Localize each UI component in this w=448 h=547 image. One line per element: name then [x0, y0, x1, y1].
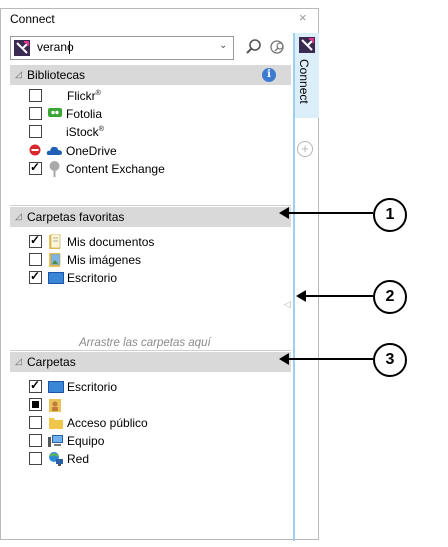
text-cursor	[69, 41, 70, 54]
tab-connect[interactable]: Connect	[295, 33, 319, 118]
drop-hint: Arrastre las carpetas aquí	[79, 337, 211, 349]
folder-tree-item-acceso-publico[interactable]: Acceso público	[29, 414, 279, 432]
library-checkbox[interactable]	[29, 125, 42, 138]
folder-tree-item-equipo[interactable]: Equipo	[29, 432, 279, 450]
computer-icon	[48, 435, 63, 447]
fotolia-logo-icon	[48, 108, 62, 117]
library-label: iStock®	[66, 125, 104, 139]
favorite-item-mis-imagenes[interactable]: Mis imágenes	[29, 251, 279, 269]
folder-checkbox[interactable]	[29, 434, 42, 447]
search-icon[interactable]	[245, 38, 263, 56]
network-icon	[49, 452, 63, 466]
callout-arrowhead	[279, 207, 289, 219]
library-checkbox[interactable]	[29, 160, 42, 175]
folder-label: Equipo	[67, 434, 105, 448]
desktop-icon	[48, 272, 64, 284]
advanced-search-icon[interactable]	[269, 38, 287, 56]
close-icon[interactable]: ×	[299, 10, 307, 25]
folder-icon	[49, 418, 63, 429]
connect-logo-icon	[299, 37, 315, 53]
search-input[interactable]	[37, 40, 207, 54]
callout-line	[289, 212, 373, 214]
desktop-icon	[48, 381, 64, 393]
pictures-folder-icon	[49, 253, 61, 267]
collapse-triangle-icon[interactable]: ◿	[15, 211, 22, 221]
folder-label: Escritorio	[67, 380, 118, 394]
library-item-istock[interactable]: iStock®	[29, 123, 279, 141]
folder-tree-item-escritorio[interactable]: Escritorio	[29, 378, 279, 396]
library-item-flickr[interactable]: Flickr®	[29, 87, 279, 105]
connect-docker: Connect × ⌄ ◿ Bibliotecas i Flickr®	[0, 8, 319, 541]
library-item-content-exchange[interactable]: Content Exchange	[29, 160, 279, 178]
add-docker-icon[interactable]: +	[297, 141, 313, 157]
favorite-item-escritorio[interactable]: Escritorio	[29, 269, 279, 287]
callout-arrowhead	[279, 353, 289, 365]
library-checkbox[interactable]	[29, 107, 42, 120]
callout-1: 1	[373, 198, 407, 232]
library-label: Fotolia	[66, 107, 103, 121]
section-divider[interactable]	[10, 350, 291, 351]
callout-line	[289, 358, 373, 360]
folder-checkbox[interactable]	[29, 378, 42, 393]
folder-tree-item-user[interactable]	[29, 396, 279, 414]
folder-checkbox[interactable]	[29, 269, 42, 284]
folder-label: Acceso público	[67, 416, 148, 430]
disconnected-icon	[29, 144, 41, 156]
library-item-onedrive[interactable]: OneDrive	[29, 142, 279, 160]
folder-label: Mis documentos	[67, 235, 155, 249]
info-icon[interactable]: i	[262, 68, 276, 82]
folder-tree-item-red[interactable]: Red	[29, 450, 279, 468]
app-logo-icon	[14, 40, 30, 56]
collapse-handle-icon[interactable]: ◁	[284, 299, 291, 309]
title-bar: Connect ×	[1, 9, 318, 31]
documents-folder-icon	[49, 234, 61, 249]
library-label: Content Exchange	[66, 162, 165, 176]
section-header-favoritas[interactable]: ◿ Carpetas favoritas	[10, 207, 291, 227]
folder-checkbox[interactable]	[29, 233, 42, 248]
folder-checkbox[interactable]	[29, 253, 42, 266]
favorite-item-mis-documentos[interactable]: Mis documentos	[29, 233, 279, 251]
library-label: Flickr®	[67, 89, 101, 103]
side-tab-label: Connect	[297, 59, 311, 104]
onedrive-cloud-icon	[46, 146, 62, 155]
folder-checkbox[interactable]	[29, 452, 42, 465]
collapse-triangle-icon[interactable]: ◿	[15, 356, 22, 366]
library-label: OneDrive	[66, 144, 117, 158]
section-header-bibliotecas[interactable]: ◿ Bibliotecas i	[10, 65, 291, 85]
section-title: Carpetas	[27, 355, 76, 369]
callout-3: 3	[373, 343, 407, 377]
section-header-carpetas[interactable]: ◿ Carpetas	[10, 352, 291, 372]
folder-label: Red	[67, 452, 90, 466]
docker-title: Connect	[10, 12, 55, 26]
library-item-fotolia[interactable]: Fotolia	[29, 105, 279, 123]
folder-checkbox[interactable]	[29, 398, 42, 411]
callout-2: 2	[373, 280, 407, 314]
location-pin-icon	[49, 161, 60, 177]
callout-line	[306, 295, 373, 297]
library-checkbox[interactable]	[29, 89, 42, 102]
user-folder-icon	[49, 399, 61, 412]
collapse-triangle-icon[interactable]: ◿	[15, 69, 22, 79]
section-divider[interactable]	[10, 205, 291, 206]
chevron-down-icon[interactable]: ⌄	[219, 40, 228, 51]
docker-splitter[interactable]	[293, 33, 295, 541]
section-title: Carpetas favoritas	[27, 210, 125, 224]
folder-checkbox[interactable]	[29, 416, 42, 429]
search-box[interactable]: ⌄	[10, 36, 234, 60]
folder-label: Escritorio	[67, 271, 118, 285]
folder-label: Mis imágenes	[67, 253, 142, 267]
callout-arrowhead	[296, 290, 306, 302]
section-title: Bibliotecas	[27, 68, 86, 82]
